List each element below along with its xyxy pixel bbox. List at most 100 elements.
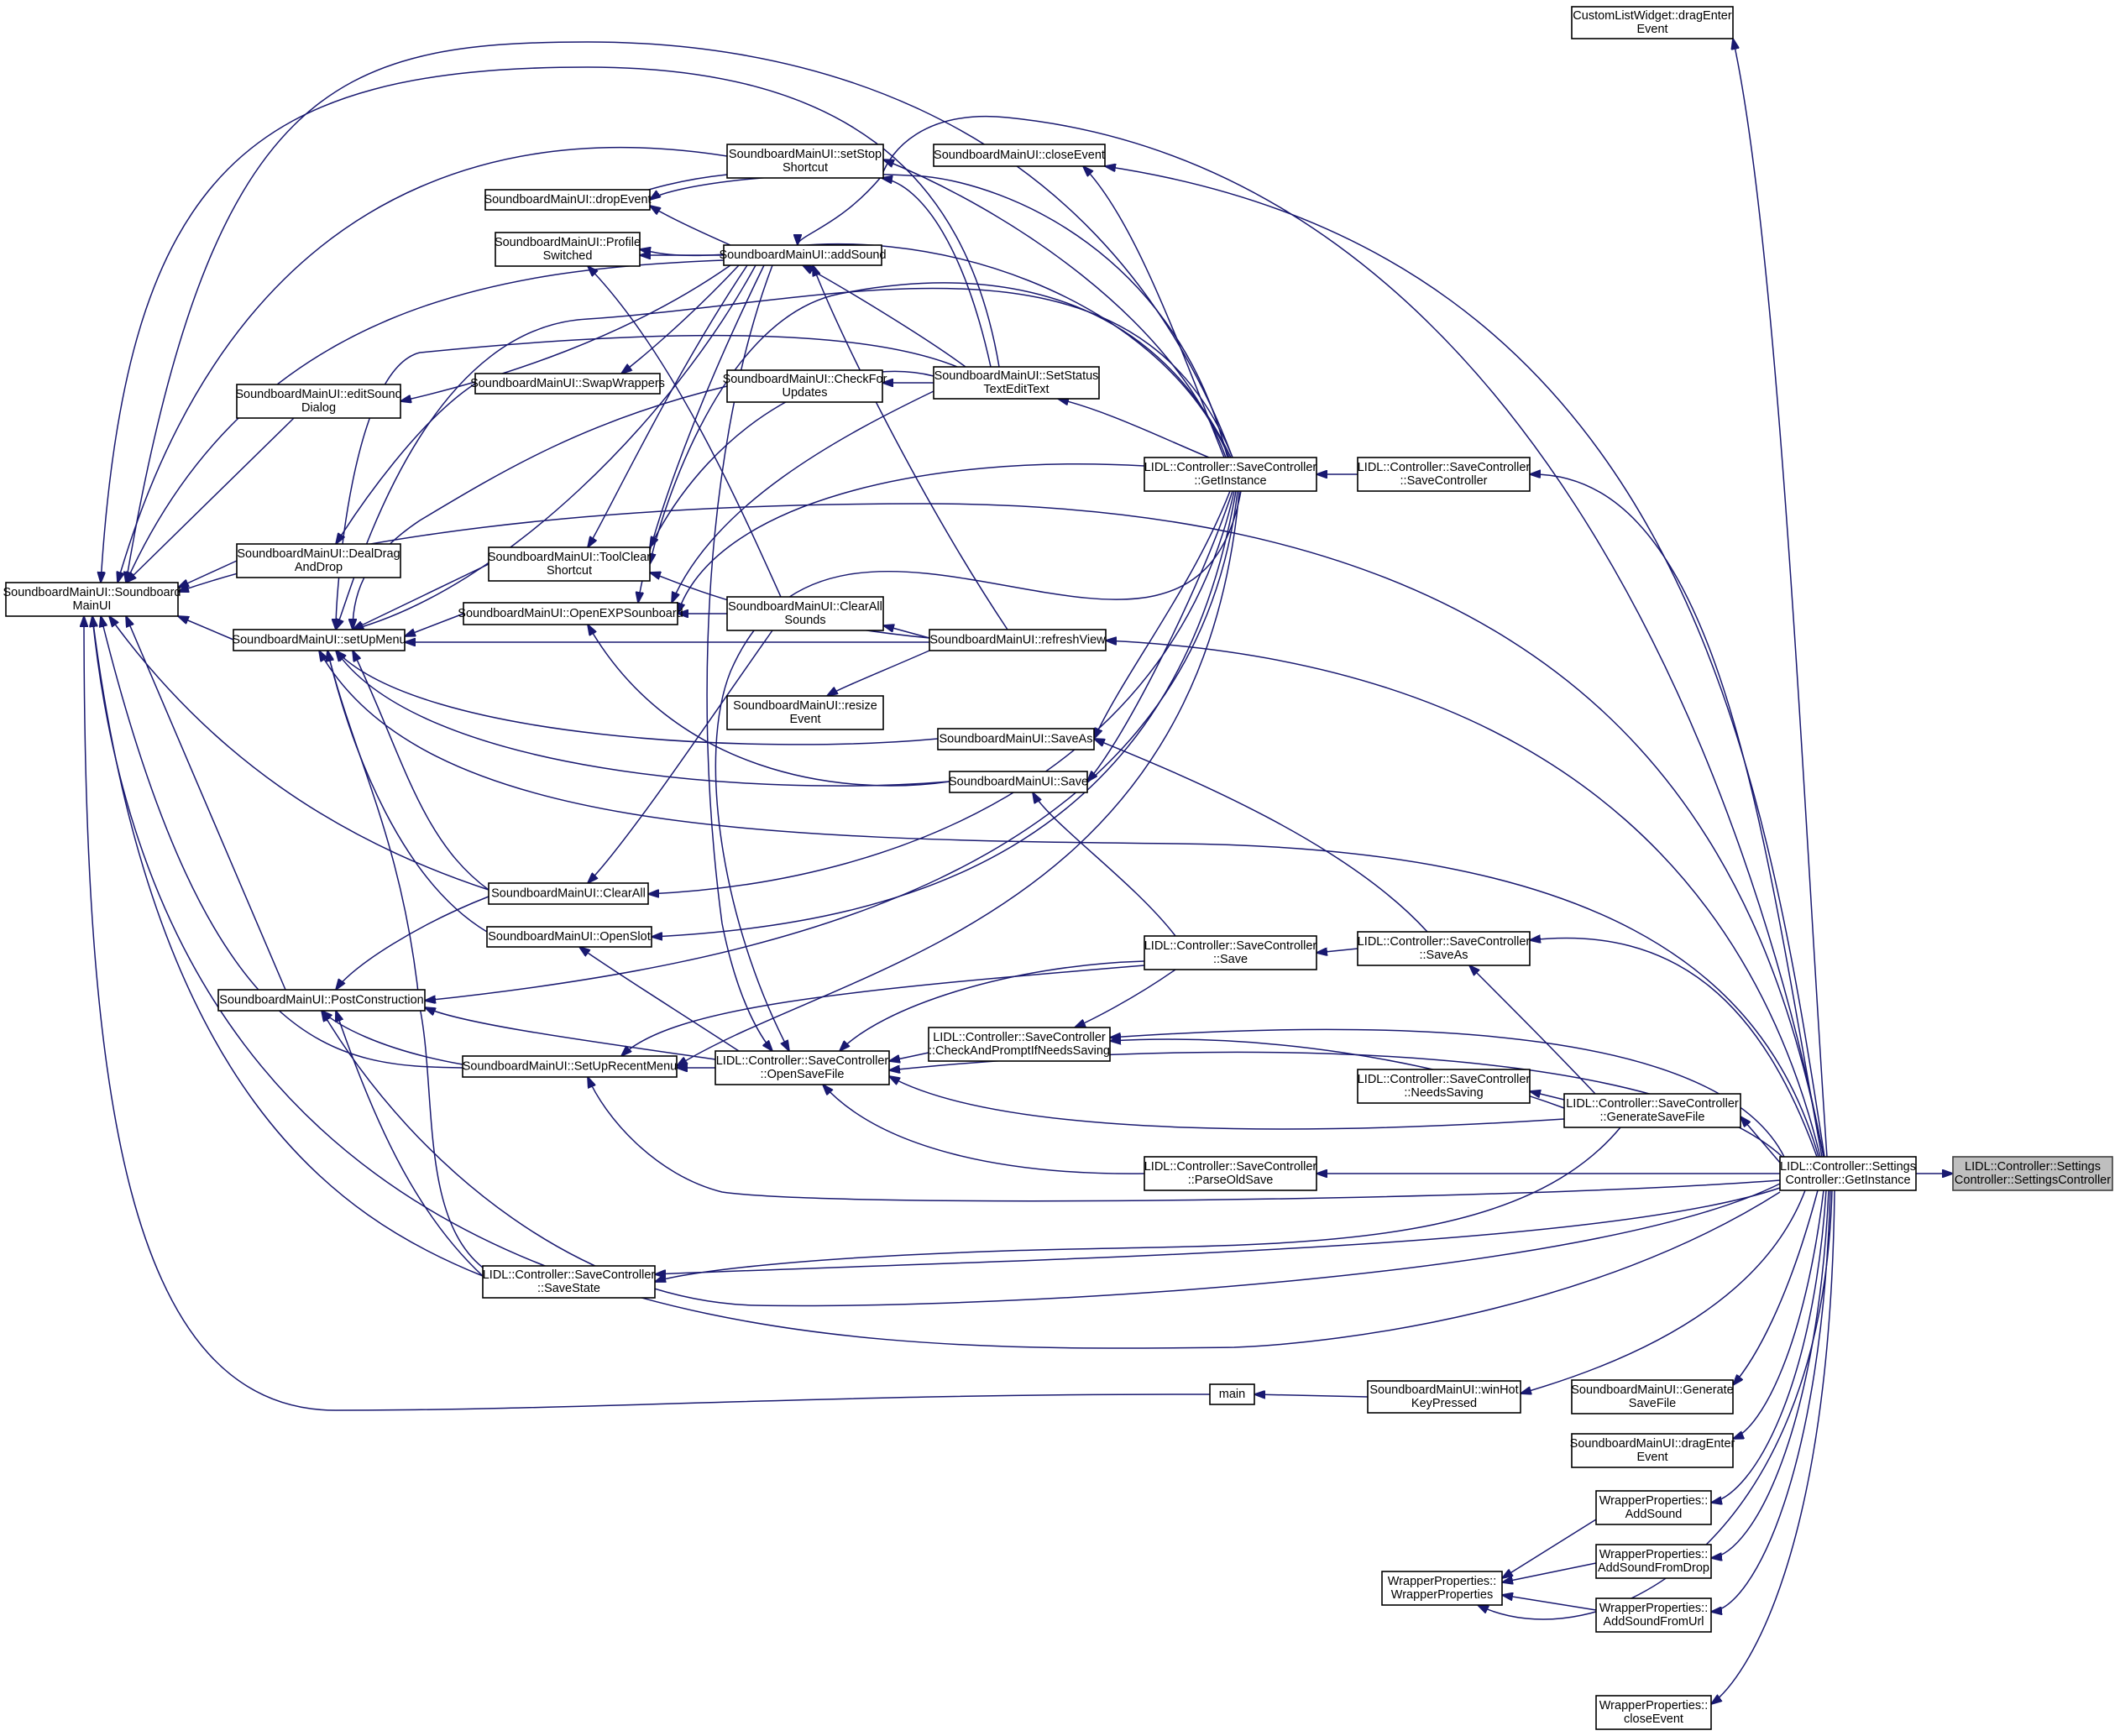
node-clearall[interactable]: SoundboardMainUI::ClearAll <box>488 882 649 905</box>
edge-openexp-to-setstatus <box>672 390 934 603</box>
edge-smui-to-sc_getinst <box>178 503 1824 1158</box>
node-label: SoundboardMainUI::SetStatus <box>934 369 1099 383</box>
node-saveas-ctrl[interactable]: LIDL::Controller::SaveController::SaveAs <box>1357 931 1531 966</box>
node-box <box>1571 1379 1734 1414</box>
node-swap[interactable]: SoundboardMainUI::SwapWrappers <box>470 373 665 395</box>
node-wp-close[interactable]: WrapperProperties::closeEvent <box>1595 1695 1712 1730</box>
node-smui[interactable]: SoundboardMainUI::SoundboardMainUI <box>3 582 181 617</box>
node-box <box>726 144 884 179</box>
node-parseold[interactable]: LIDL::Controller::SaveController::ParseO… <box>1144 1156 1317 1191</box>
node-gensave-ui[interactable]: SoundboardMainUI::GenerateSaveFile <box>1571 1379 1734 1414</box>
node-setupmenu[interactable]: SoundboardMainUI::setUpMenu <box>232 629 406 651</box>
edge-setstop-to-save_getinst <box>883 159 1227 458</box>
node-save-ctor[interactable]: LIDL::Controller::SaveController::SaveCo… <box>1357 457 1531 492</box>
node-label: WrapperProperties <box>1391 1588 1493 1602</box>
node-label: Dialog <box>301 401 336 415</box>
node-sc-getinst[interactable]: LIDL::Controller::SettingsController::Ge… <box>1779 1156 1917 1191</box>
node-box <box>1571 6 1734 39</box>
node-setuprecent[interactable]: SoundboardMainUI::SetUpRecentMenu <box>462 1055 678 1078</box>
node-wp-addsoundurl[interactable]: WrapperProperties::AddSoundFromUrl <box>1595 1597 1712 1633</box>
node-label: Event <box>789 713 820 726</box>
node-postcons[interactable]: SoundboardMainUI::PostConstruction <box>217 989 426 1012</box>
node-box <box>1563 1093 1741 1128</box>
edge-saveas_ui-to-saveas_ctrl <box>1094 739 1428 933</box>
node-box <box>1144 1156 1317 1191</box>
node-sm-closeevent[interactable]: SoundboardMainUI::closeEvent <box>933 144 1106 167</box>
edge-openslot-to-save_getinst <box>652 490 1237 937</box>
node-box <box>482 1265 656 1299</box>
edge-addsound-to-setstatus <box>803 265 966 368</box>
node-box <box>1357 457 1531 492</box>
node-label: SoundboardMainUI::PostConstruction <box>219 994 423 1007</box>
edge-wp_close-to-sc_getinst <box>1711 1190 1835 1704</box>
edge-saveas_ctrl-to-save_ctrl <box>1316 949 1358 953</box>
edge-saveas_ui-to-save_getinst <box>1094 490 1231 739</box>
node-wp-ctor[interactable]: WrapperProperties::WrapperProperties <box>1381 1571 1503 1606</box>
node-label: Event <box>1636 23 1667 36</box>
node-root[interactable]: LIDL::Controller::SettingsController::Se… <box>1952 1156 2113 1191</box>
node-label: SoundboardMainUI::ClearAll <box>728 600 882 614</box>
node-main[interactable]: main <box>1209 1383 1255 1405</box>
edge-saveas_ctrl-to-gensave_ctrl <box>1469 965 1596 1095</box>
node-addsound[interactable]: SoundboardMainUI::addSound <box>719 244 887 266</box>
node-label: LIDL::Controller::SaveController <box>716 1054 889 1068</box>
node-gensave-ctrl[interactable]: LIDL::Controller::SaveController::Genera… <box>1563 1093 1741 1128</box>
edge-sm_closeevent-to-sc_getinst <box>1105 166 1825 1158</box>
node-label: SoundboardMainUI::SaveAs <box>940 733 1093 746</box>
node-box <box>486 926 652 948</box>
node-dropevent[interactable]: SoundboardMainUI::dropEvent <box>484 189 652 211</box>
node-savestate[interactable]: LIDL::Controller::SaveController::SaveSt… <box>482 1265 656 1299</box>
node-save-getinst[interactable]: LIDL::Controller::SaveController::GetIns… <box>1144 457 1317 492</box>
edge-dealdrag-to-swap <box>336 383 476 544</box>
edge-savestate-to-sc_getinst <box>655 1187 1781 1274</box>
node-refresh[interactable]: SoundboardMainUI::refreshView <box>929 629 1107 651</box>
node-label: Sounds <box>784 614 825 627</box>
node-needssaving[interactable]: LIDL::Controller::SaveController::NeedsS… <box>1357 1069 1531 1104</box>
node-label: ::GenerateSaveFile <box>1600 1111 1705 1124</box>
node-box <box>928 1027 1111 1062</box>
edge-smui-to-setupmenu <box>178 616 234 641</box>
edge-smui-to-setstatus <box>101 66 1000 583</box>
edge-wp_addsounddrop-to-sc_getinst <box>1711 1190 1829 1558</box>
node-wp-addsound[interactable]: WrapperProperties::AddSound <box>1595 1490 1712 1525</box>
node-opensavefile[interactable]: LIDL::Controller::SaveController::OpenSa… <box>715 1050 890 1085</box>
node-checkprompt[interactable]: LIDL::Controller::SaveController::CheckA… <box>928 1027 1111 1062</box>
node-label: LIDL::Controller::SaveController <box>1566 1097 1739 1111</box>
edge-setstop-to-setstatus <box>882 178 992 368</box>
edge-openexp-to-save_ui <box>588 625 950 787</box>
edge-openslot-to-opensavefile <box>579 947 740 1052</box>
node-label: TextEditText <box>983 383 1049 396</box>
edge-setuprecent-to-save_ctrl <box>621 965 1145 1056</box>
node-box <box>1595 1597 1712 1633</box>
node-openexp[interactable]: SoundboardMainUI::OpenEXPSounboard <box>458 602 683 625</box>
node-saveas-ui[interactable]: SoundboardMainUI::SaveAs <box>937 728 1095 750</box>
edge-addsound-to-refresh <box>813 265 1008 630</box>
edge-setupmenu-to-clearall <box>353 651 489 891</box>
edge-postcons-to-setuprecent <box>322 1011 463 1065</box>
node-openslot[interactable]: SoundboardMainUI::OpenSlot <box>486 926 652 948</box>
node-label: SaveFile <box>1629 1397 1676 1410</box>
node-save-ctrl[interactable]: LIDL::Controller::SaveController::Save <box>1144 935 1317 970</box>
node-save-ui[interactable]: SoundboardMainUI::Save <box>949 771 1088 793</box>
node-label: SoundboardMainUI::closeEvent <box>934 149 1105 162</box>
edge-winhot-to-sc_getinst <box>1521 1190 1806 1394</box>
node-label: LIDL::Controller::SaveController <box>1144 1160 1317 1174</box>
node-wp-addsounddrop[interactable]: WrapperProperties::AddSoundFromDrop <box>1595 1544 1712 1579</box>
edge-opensavefile-to-gensave_ctrl <box>889 1076 1565 1130</box>
node-label: ::ParseOldSave <box>1188 1174 1274 1187</box>
node-box <box>1381 1571 1503 1606</box>
edge-clearall-to-save_getinst <box>648 490 1235 894</box>
